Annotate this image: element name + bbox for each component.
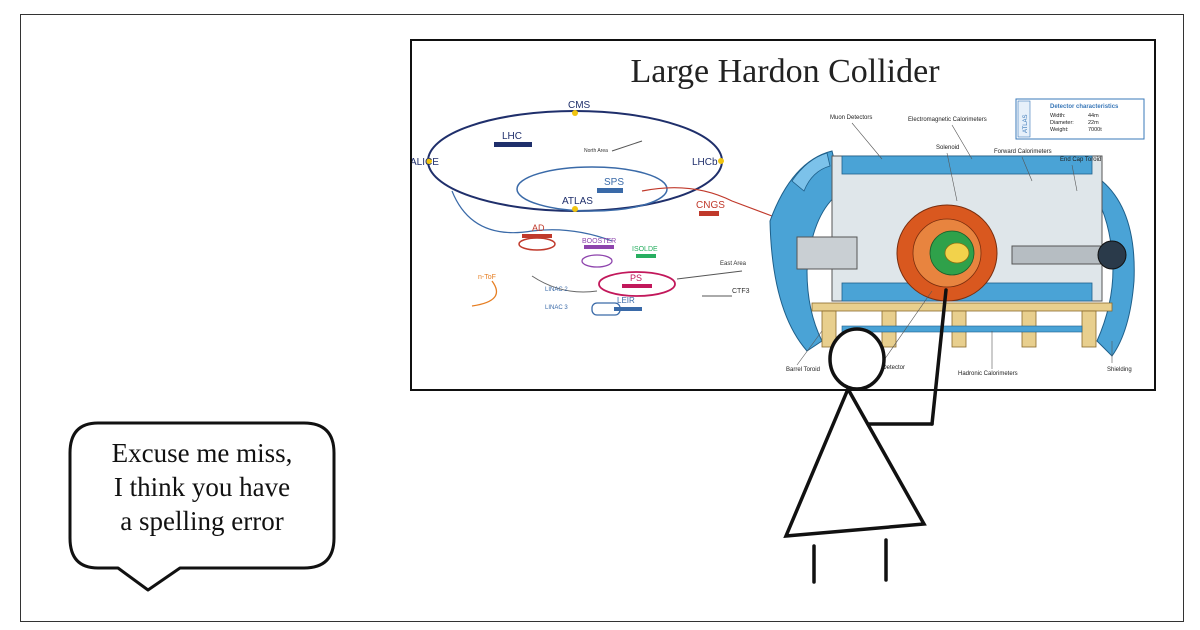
label-ntof: n-ToF: [478, 274, 496, 281]
legend-value-width: 44m: [1088, 113, 1099, 119]
figure-dress: [783, 385, 927, 538]
label-leir: LEIR: [617, 296, 635, 305]
label-ps: PS: [630, 273, 642, 283]
label-sps: SPS: [604, 177, 624, 188]
label-em-calorimeters: Electromagnetic Calorimeters: [908, 117, 987, 123]
figure-head: [828, 327, 886, 391]
label-lhc: LHC: [502, 131, 522, 142]
legend-key-diameter: Diameter:: [1050, 120, 1074, 126]
label-muon-detectors: Muon Detectors: [830, 115, 872, 121]
atlas-logo: ATLAS: [1023, 114, 1029, 133]
speech-line-3: a spelling error: [120, 506, 284, 536]
label-end-cap-toroid: End Cap Toroid: [1060, 157, 1101, 163]
label-lhcb: LHCb: [692, 157, 718, 168]
label-atlas: ATLAS: [562, 196, 593, 207]
speech-line-1: Excuse me miss,: [111, 438, 293, 468]
label-alice: ALICE: [412, 157, 439, 168]
legend-key-width: Width:: [1050, 113, 1066, 119]
label-north-area: North Area: [584, 148, 608, 154]
label-ad: AD: [532, 223, 545, 233]
speech-bubble: [68, 421, 336, 592]
label-isolde: ISOLDE: [632, 246, 658, 253]
label-linac2: LINAC 2: [545, 287, 568, 293]
label-hadronic-calorimeters: Hadronic Calorimeters: [958, 371, 1018, 377]
label-ctf3: CTF3: [732, 288, 750, 295]
pointer-stick: [930, 288, 948, 426]
presentation-board: Large Hardon Collider CMS LHC ALICE LHCb…: [410, 39, 1156, 391]
label-booster: BOOSTER: [582, 238, 616, 245]
legend-key-weight: Weight:: [1050, 127, 1069, 133]
detector-characteristics-legend: ATLAS Detector characteristics Width: 44…: [1015, 98, 1145, 140]
label-barrel-toroid: Barrel Toroid: [786, 367, 820, 373]
legend-value-weight: 7000t: [1088, 127, 1102, 133]
label-cngs: CNGS: [696, 200, 725, 211]
legend-value-diameter: 22m: [1088, 120, 1099, 126]
label-east-area: East Area: [720, 261, 747, 267]
atlas-detector-illustration: Muon Detectors Electromagnetic Calorimet…: [769, 98, 1145, 377]
label-linac3: LINAC 3: [545, 305, 568, 311]
label-solenoid: Solenoid: [936, 145, 959, 151]
speech-bubble-text: Excuse me miss, I think you have a spell…: [76, 436, 328, 538]
stick-figure-teacher: [783, 288, 948, 584]
label-inner-detector: Inner Detector: [867, 365, 905, 371]
label-forward-calorimeters: Forward Calorimeters: [994, 149, 1052, 155]
label-cms: CMS: [568, 100, 591, 111]
legend-heading: Detector characteristics: [1050, 104, 1119, 110]
label-shielding: Shielding: [1107, 367, 1132, 373]
accelerator-complex-diagram: CMS LHC ALICE LHCb SPS ATLAS CNGS North …: [412, 100, 773, 316]
speech-line-2: I think you have: [113, 472, 291, 502]
board-title: Large Hardon Collider: [630, 53, 940, 90]
